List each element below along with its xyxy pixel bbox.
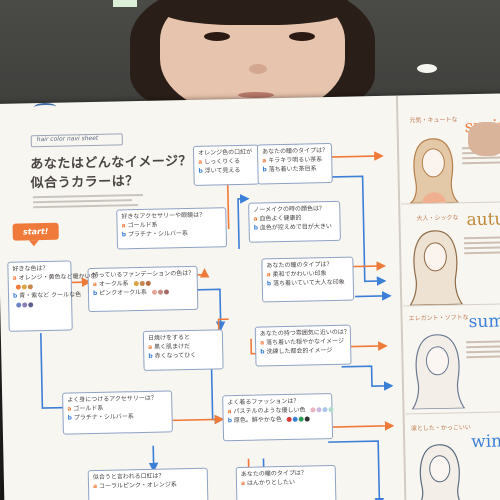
flow-box-accessory: 好きなアクセサリーや眼鏡は？ a ゴールド系 b プラチナ・シルバー系 [116,207,228,250]
type-description-summer [466,337,500,361]
person-eye-right [289,32,315,41]
type-description-autumn [463,233,500,257]
flow-box-eye-type-3: あなたの瞳のタイプは？ a はんかりとしたい [235,464,337,500]
flow-box-fashion: よく着るファッションは？ a パステルのような優しい色 b 原色。鮮やかな色 [222,393,334,442]
portrait-winter [415,444,467,500]
flow-box-foundation: 持っているファンデーションの色は？ a オークル系 b ピンクオークル系 [87,265,199,313]
flow-box-orange-lipstick: オレンジ色の口紅が a しっくりくる b 浮いて見える [192,144,260,186]
exit-sign [113,0,137,7]
person-nose [249,64,267,74]
flow-box-no-makeup: ノーメイクの時の顔色は？ a 血色よく健康的 b 血色が控えめで目が大きい [248,200,341,243]
person-mouth [238,92,274,98]
portrait-autumn [409,230,464,306]
flow-box-accessory-2: よく身につけるアクセサリーは？ a ゴールド系 b プラチナ・シルバー系 [62,390,173,435]
type-label-autumn: 大人・シックな [416,214,459,223]
season-autumn: autumn [466,208,500,231]
person-hand-right [468,122,500,156]
flow-box-atmosphere: あなたの持つ雰囲気に近いのは？ a 落ち着いた穏やかなイメージ b 洗練した都会… [254,324,352,367]
ceiling-light [417,64,437,73]
flow-box-eye-type-2: あなたの瞳のタイプは？ a 柔和でかわいい印象 b 落ち着いていて大人な印象 [261,256,355,303]
color-chart-sheet: hair color navi sheet あなたはどんなイメージ？ 似合うカラ… [0,92,500,500]
flow-box-favorite-color: 好きな色は？ a オレンジ・黄色など暖かい色 b 青・紫など クールな色 [7,260,97,332]
season-summer: summer [468,310,500,333]
flow-box-lipstick: 似合うと言われる口紅は？ a コーラルピンク・オレンジ系 [87,467,209,500]
season-winter: winter [470,430,500,453]
portrait-spring [409,138,460,204]
person-eye-left [204,32,230,41]
flow-box-eye-type-1: あなたの瞳のタイプは？ a キラキラ明るい茶系 b 落ち着いた茶目系 [256,142,333,185]
type-label-summer: エレガント・ソフトな [408,314,469,323]
flow-box-suntan: 日焼けをすると a 黒く肌まけだ b 赤くなってひく [142,329,224,371]
portrait-summer [411,334,466,410]
type-label-spring: 元気・キュートな [409,116,458,125]
person-bangs [158,0,348,25]
type-label-winter: 凛とした・かっこいい [410,424,471,433]
